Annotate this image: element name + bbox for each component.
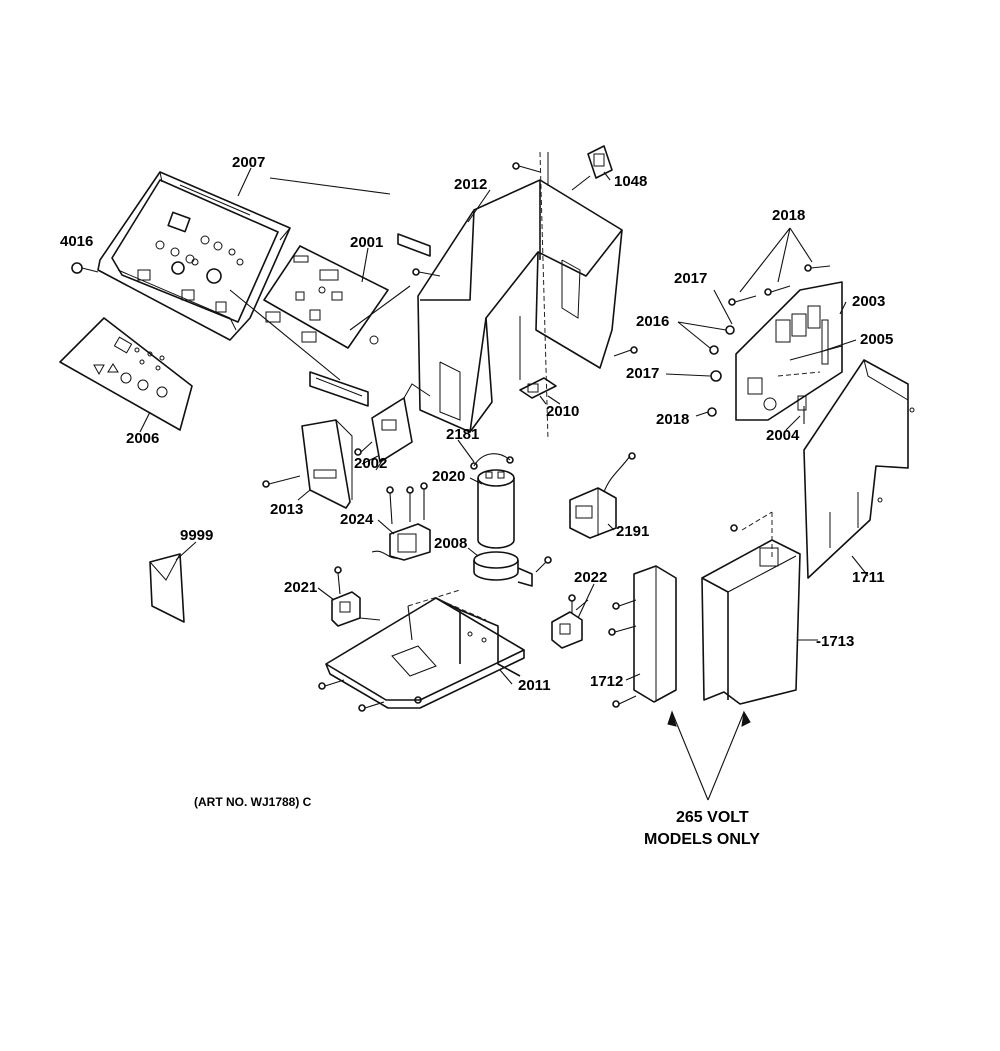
- label-2013: 2013: [270, 501, 303, 518]
- label-2008: 2008: [434, 535, 467, 552]
- label-2191: 2191: [616, 523, 649, 540]
- control-board-2003: [735, 281, 843, 421]
- label-1048: 1048: [614, 173, 647, 190]
- literature-9999: [149, 553, 185, 623]
- leader-2008: [467, 547, 479, 557]
- screw-2018-lower: [695, 407, 717, 417]
- screw-2017-lower: [665, 370, 722, 382]
- capacitor-2020: [477, 469, 515, 549]
- leader-2006: [139, 411, 151, 433]
- leader-2024: [377, 519, 395, 535]
- label-2006: 2006: [126, 430, 159, 447]
- leader-2013: [297, 489, 311, 501]
- label-2020: 2020: [432, 468, 465, 485]
- leader-2004: [785, 415, 801, 431]
- leader-2022: [577, 583, 595, 619]
- leader-2181: [457, 439, 475, 463]
- control-board-2001: [263, 245, 389, 349]
- leader-2002: [361, 455, 379, 465]
- leader-9999: [175, 541, 197, 561]
- terminal-block-2010: [519, 377, 561, 405]
- control-panel-2007: [97, 171, 291, 341]
- note-line-1: 265 VOLT: [676, 809, 749, 826]
- leader-2003: [839, 301, 847, 315]
- overlay-2006: [59, 317, 193, 431]
- bracket-2002: [371, 383, 431, 471]
- label-1712: 1712: [590, 673, 623, 690]
- label-1711: 1711: [852, 569, 885, 586]
- panel-1712: [608, 565, 677, 708]
- leader-2005: [819, 339, 857, 353]
- label-2017-top: 2017: [674, 270, 707, 287]
- connector-block-upper: [397, 233, 431, 257]
- box-1713: [701, 511, 818, 705]
- base-pan-2011: [318, 589, 525, 712]
- label-2002: 2002: [354, 455, 387, 472]
- label-1713: -1713: [816, 633, 854, 650]
- knob-4016: [71, 262, 99, 274]
- label-2007: 2007: [232, 154, 265, 171]
- leader-2012: [467, 189, 491, 223]
- label-2011: 2011: [518, 677, 551, 694]
- note-line-2: MODELS ONLY: [644, 831, 760, 848]
- connector-block-lower: [309, 371, 369, 407]
- bracket-2013: [262, 419, 373, 509]
- label-2001: 2001: [350, 234, 383, 251]
- leader-2021: [317, 587, 335, 601]
- label-2005: 2005: [860, 331, 893, 348]
- leader-2010: [539, 395, 547, 405]
- label-2017-lower: 2017: [626, 365, 659, 382]
- leader-1048: [603, 171, 611, 181]
- label-2016: 2016: [636, 313, 669, 330]
- label-2024: 2024: [340, 511, 374, 528]
- relay-2021: [331, 566, 381, 627]
- label-4016: 4016: [60, 233, 93, 250]
- label-2022: 2022: [574, 569, 607, 586]
- label-2012: 2012: [454, 176, 487, 193]
- label-2181: 2181: [446, 426, 479, 443]
- label-2004: 2004: [766, 427, 800, 444]
- label-2003: 2003: [852, 293, 885, 310]
- label-2010: 2010: [546, 403, 579, 420]
- washers-2016: [677, 289, 735, 355]
- capacitor-strap-2008: [473, 551, 552, 587]
- leader-2191: [607, 523, 615, 531]
- wire-harness-2181: [470, 453, 514, 470]
- leader-2001: [361, 247, 369, 283]
- transformer-2024: [371, 482, 431, 561]
- screws-2018-top: [728, 227, 831, 306]
- relay-2022: [551, 594, 589, 649]
- leader-2020: [469, 477, 483, 485]
- relay-2191: [569, 452, 636, 539]
- note-arrows: [667, 710, 751, 801]
- label-2018-top: 2018: [772, 207, 805, 224]
- art-number: (ART NO. WJ1788) C: [194, 795, 312, 809]
- leader-2011: [499, 669, 513, 685]
- label-9999: 9999: [180, 527, 213, 544]
- label-2018-lower: 2018: [656, 411, 689, 428]
- label-2021: 2021: [284, 579, 317, 596]
- cabinet-frame-2012: [412, 151, 638, 441]
- leader-2007: [237, 167, 252, 197]
- cover-panel-1711: [803, 359, 915, 579]
- bracket-1048: [571, 145, 613, 191]
